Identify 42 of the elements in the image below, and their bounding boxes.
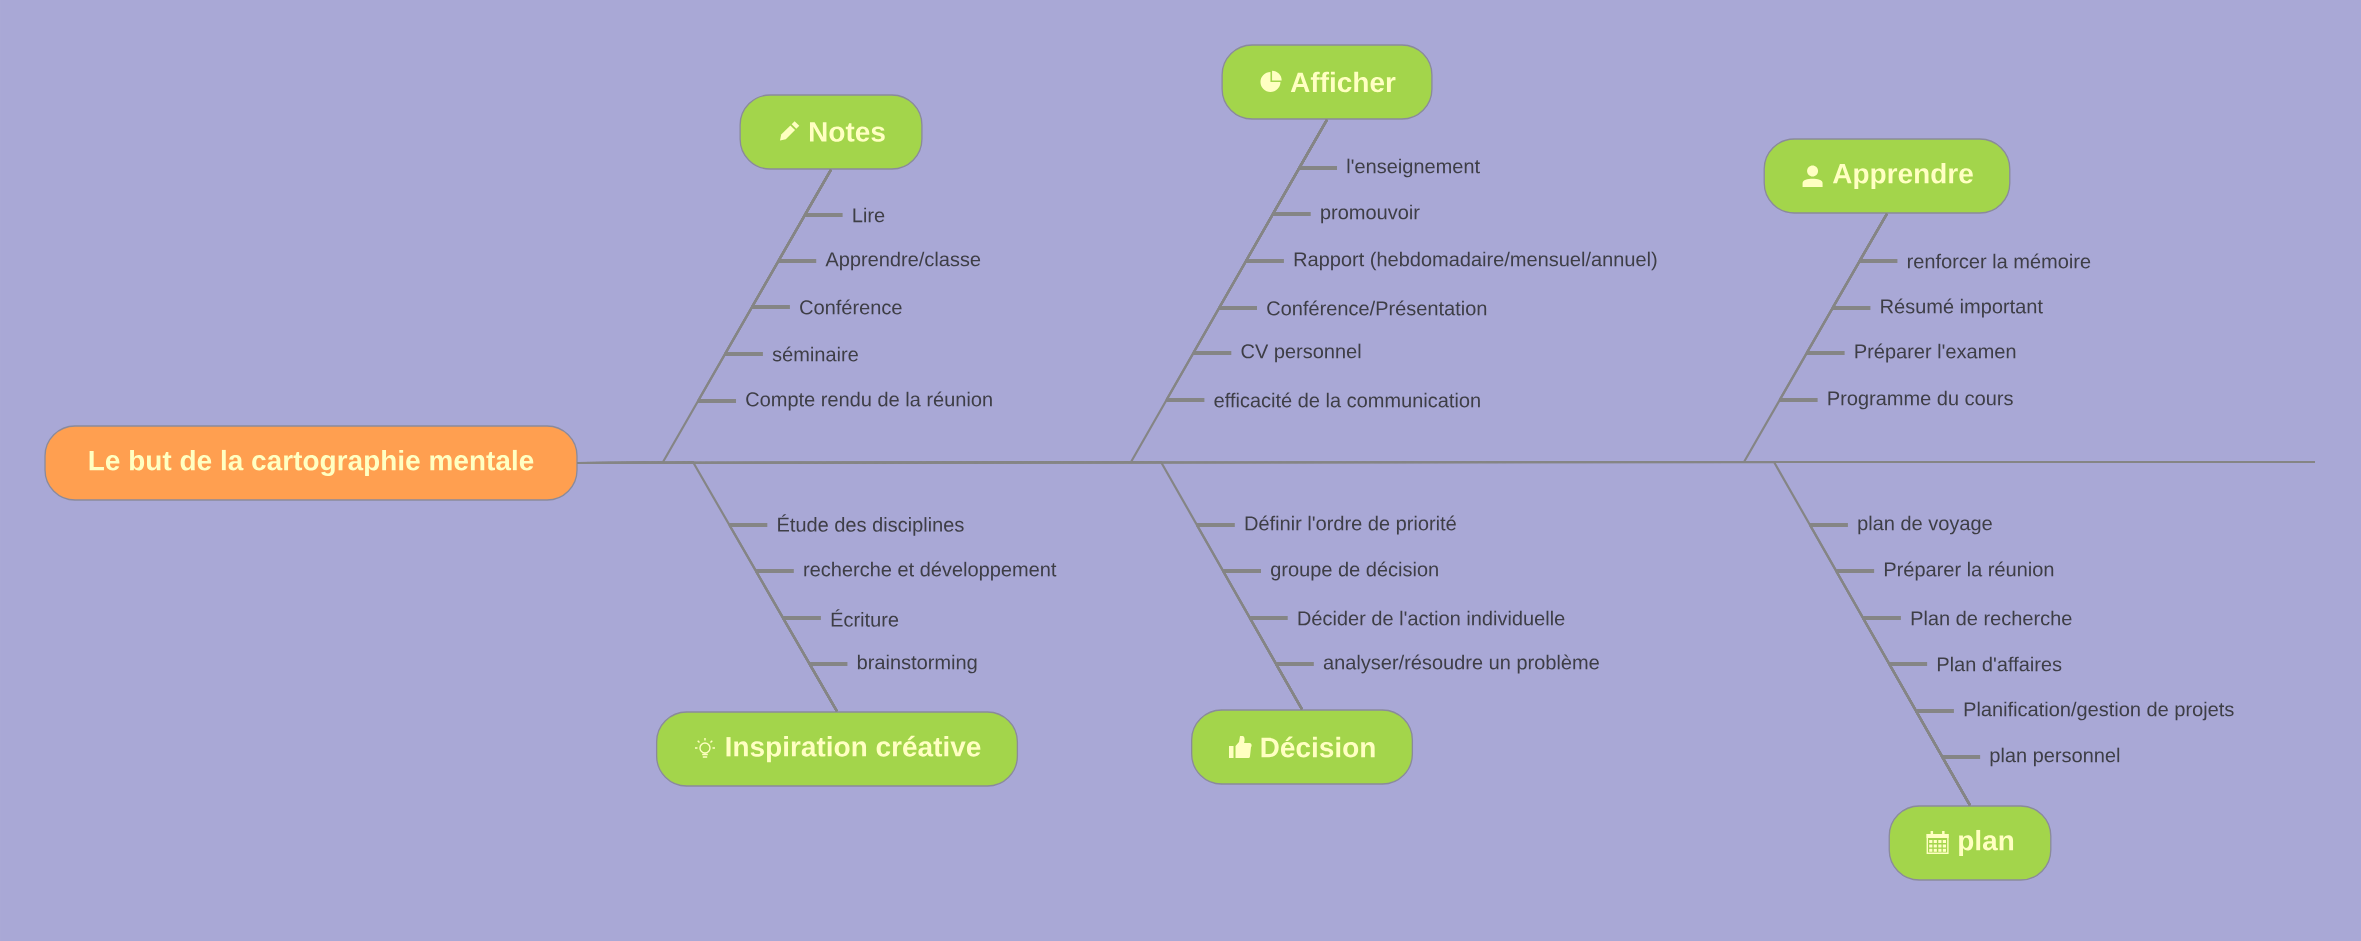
category-box: Apprendre bbox=[1763, 138, 2011, 214]
branch-text: Résumé important bbox=[1881, 298, 2043, 318]
branch-line bbox=[1274, 662, 1314, 710]
branch-text: plan de voyage bbox=[1858, 515, 1992, 535]
branch-line bbox=[1778, 213, 1888, 402]
branch-text: plan personnel bbox=[1990, 747, 2120, 767]
category-box: Inspiration créative bbox=[656, 711, 1019, 787]
branch-text: Lire bbox=[853, 207, 885, 223]
branch-text: Plan de recherche bbox=[1911, 610, 2072, 626]
branch-text: Apprendre/classe bbox=[825, 251, 981, 271]
branch-text: renforcer la mémoire bbox=[1907, 253, 2091, 269]
branch-text: Préparer l'examen bbox=[1855, 343, 2016, 363]
branch-line bbox=[808, 662, 848, 712]
branch-text: Écriture bbox=[831, 609, 899, 627]
branch-text: séminaire bbox=[772, 346, 858, 362]
branch-text: recherche et développement bbox=[804, 561, 1057, 581]
branch-text: Préparer la réunion bbox=[1884, 561, 2054, 581]
category-box: plan bbox=[1888, 805, 2052, 881]
branch-text: analyser/résoudre un problème bbox=[1323, 654, 1599, 674]
branch-text: Conférence/Présentation bbox=[1267, 300, 1487, 316]
branch-text: Programme du cours bbox=[1828, 390, 2013, 410]
branch-text: promouvoir bbox=[1321, 204, 1420, 224]
branch-text: brainstorming bbox=[857, 654, 977, 674]
topic-box: Le but de la cartographie mentale bbox=[44, 425, 578, 501]
branch-text: Étude des disciplines bbox=[778, 514, 964, 536]
branch-text: l'enseignement bbox=[1347, 158, 1480, 178]
branch-text: Décider de l'action individuelle bbox=[1298, 610, 1565, 626]
branch-text: Conférence bbox=[800, 299, 902, 315]
branch-text: Planification/gestion de projets bbox=[1964, 701, 2234, 721]
category-box: Afficher bbox=[1221, 44, 1433, 120]
branch-text: Plan d'affaires bbox=[1937, 656, 2062, 672]
branch-text: efficacité de la communication bbox=[1214, 392, 1480, 408]
branch-text: CV personnel bbox=[1241, 343, 1361, 363]
branch-text: Définir l'ordre de priorité bbox=[1245, 515, 1456, 535]
category-box: Notes bbox=[739, 94, 923, 170]
category-box: Décision bbox=[1191, 709, 1413, 785]
branch-line bbox=[697, 169, 832, 403]
branch-text: Compte rendu de la réunion bbox=[746, 391, 992, 411]
branch-text: groupe de décision bbox=[1271, 561, 1438, 581]
branch-line bbox=[1941, 755, 1981, 806]
branch-text: Rapport (hebdomadaire/mensuel/annuel) bbox=[1294, 251, 1657, 271]
branch-line bbox=[1165, 119, 1328, 402]
